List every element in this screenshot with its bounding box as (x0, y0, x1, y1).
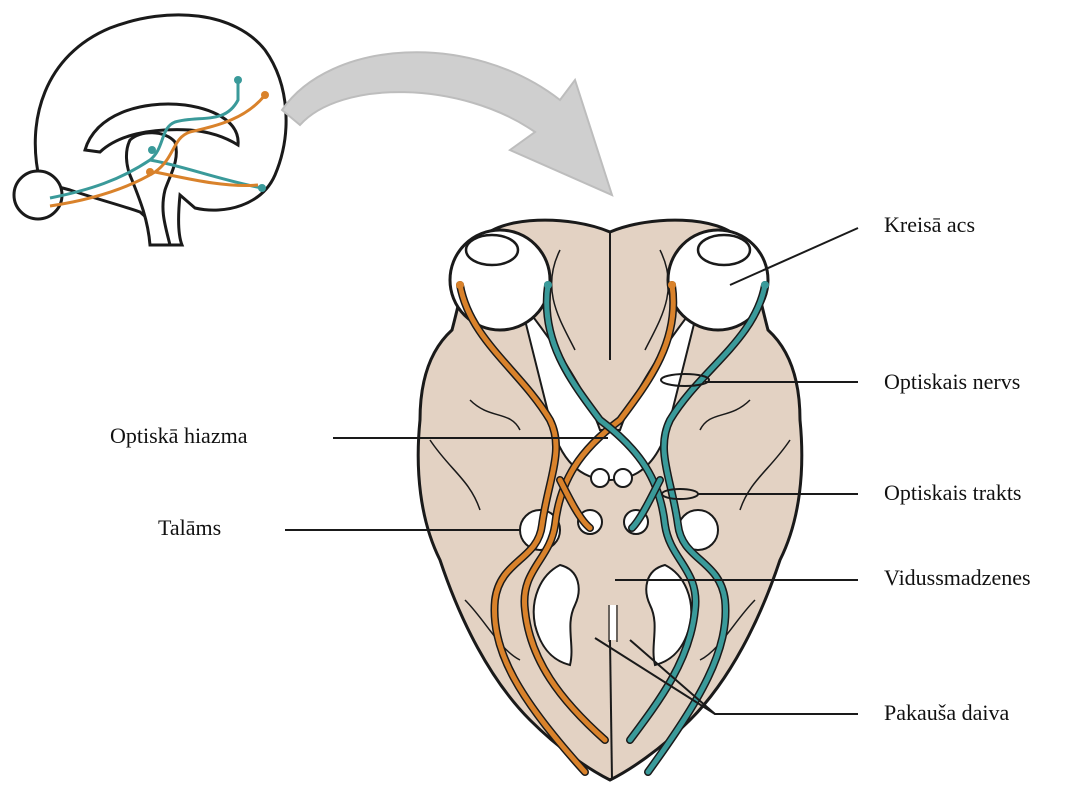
label-optic-chiasm: Optiskā hiazma (110, 425, 247, 447)
sagittal-brain-inset (14, 15, 286, 245)
sagittal-node (258, 184, 266, 192)
inferior-brain (418, 220, 802, 780)
label-midbrain: Vidussmadzenes (884, 567, 1031, 589)
sagittal-eye (14, 171, 62, 219)
label-left-eye: Kreisā acs (884, 214, 975, 236)
right-eyeball (450, 230, 550, 330)
sagittal-node (234, 76, 242, 84)
sagittal-node (146, 168, 154, 176)
mammillary-body (614, 469, 632, 487)
label-optic-tract: Optiskais trakts (884, 482, 1022, 504)
label-thalamus: Talāms (158, 517, 221, 539)
sagittal-node (261, 91, 269, 99)
mammillary-body (591, 469, 609, 487)
curved-arrow (282, 52, 612, 195)
sagittal-node (148, 146, 156, 154)
label-optic-nerve: Optiskais nervs (884, 371, 1020, 393)
label-occipital-lobe: Pakauša daiva (884, 702, 1009, 724)
